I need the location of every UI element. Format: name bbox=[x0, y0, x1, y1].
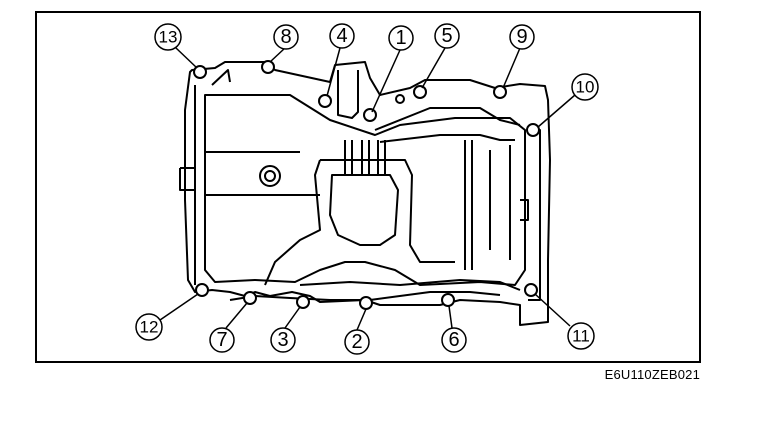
leader-lines bbox=[159, 47, 576, 331]
callout-9-circle bbox=[509, 24, 535, 50]
callout-11-circle bbox=[567, 322, 595, 350]
callout-13-circle bbox=[154, 23, 182, 51]
callout-5-label: 5 bbox=[441, 25, 452, 47]
bolt-markers bbox=[193, 60, 540, 310]
callout-8-circle bbox=[273, 24, 299, 50]
bolt-12 bbox=[195, 283, 209, 297]
callout-3-label: 3 bbox=[277, 329, 288, 351]
bolt-10 bbox=[526, 123, 540, 137]
bolt-2 bbox=[359, 296, 373, 310]
callout-4-label: 4 bbox=[336, 25, 347, 47]
callout-12-label: 12 bbox=[140, 318, 159, 337]
callout-7-label: 7 bbox=[216, 329, 227, 351]
bolt-5 bbox=[413, 85, 427, 99]
bolt-8 bbox=[261, 60, 275, 74]
callout-circles bbox=[135, 23, 599, 355]
bolt-6 bbox=[441, 293, 455, 307]
callout-2-circle bbox=[344, 329, 370, 355]
callout-1-circle bbox=[388, 25, 414, 51]
callout-1-label: 1 bbox=[395, 27, 406, 49]
callout-11-label: 11 bbox=[572, 327, 590, 346]
callout-13-label: 13 bbox=[159, 28, 178, 47]
callout-2-label: 2 bbox=[351, 331, 362, 353]
callout-6-circle bbox=[441, 327, 467, 353]
bolt-7 bbox=[243, 291, 257, 305]
bolt-1 bbox=[363, 108, 377, 122]
bolt-3 bbox=[296, 295, 310, 309]
bolt-11 bbox=[524, 283, 538, 297]
callout-10-circle bbox=[571, 73, 599, 101]
bolt-9 bbox=[493, 85, 507, 99]
figure-code: E6U110ZEB021 bbox=[604, 367, 700, 382]
callout-9-label: 9 bbox=[516, 26, 527, 48]
callout-10-label: 10 bbox=[576, 78, 595, 97]
oil-pan-body bbox=[179, 61, 551, 326]
bolt-13 bbox=[193, 65, 207, 79]
callout-8-label: 8 bbox=[280, 26, 291, 48]
figure-frame bbox=[35, 11, 701, 363]
callout-3-circle bbox=[270, 327, 296, 353]
callout-6-label: 6 bbox=[448, 329, 459, 351]
callout-7-circle bbox=[209, 327, 235, 353]
callout-12-circle bbox=[135, 313, 163, 341]
bolt-4 bbox=[318, 94, 332, 108]
callout-4-circle bbox=[329, 23, 355, 49]
callout-5-circle bbox=[434, 23, 460, 49]
